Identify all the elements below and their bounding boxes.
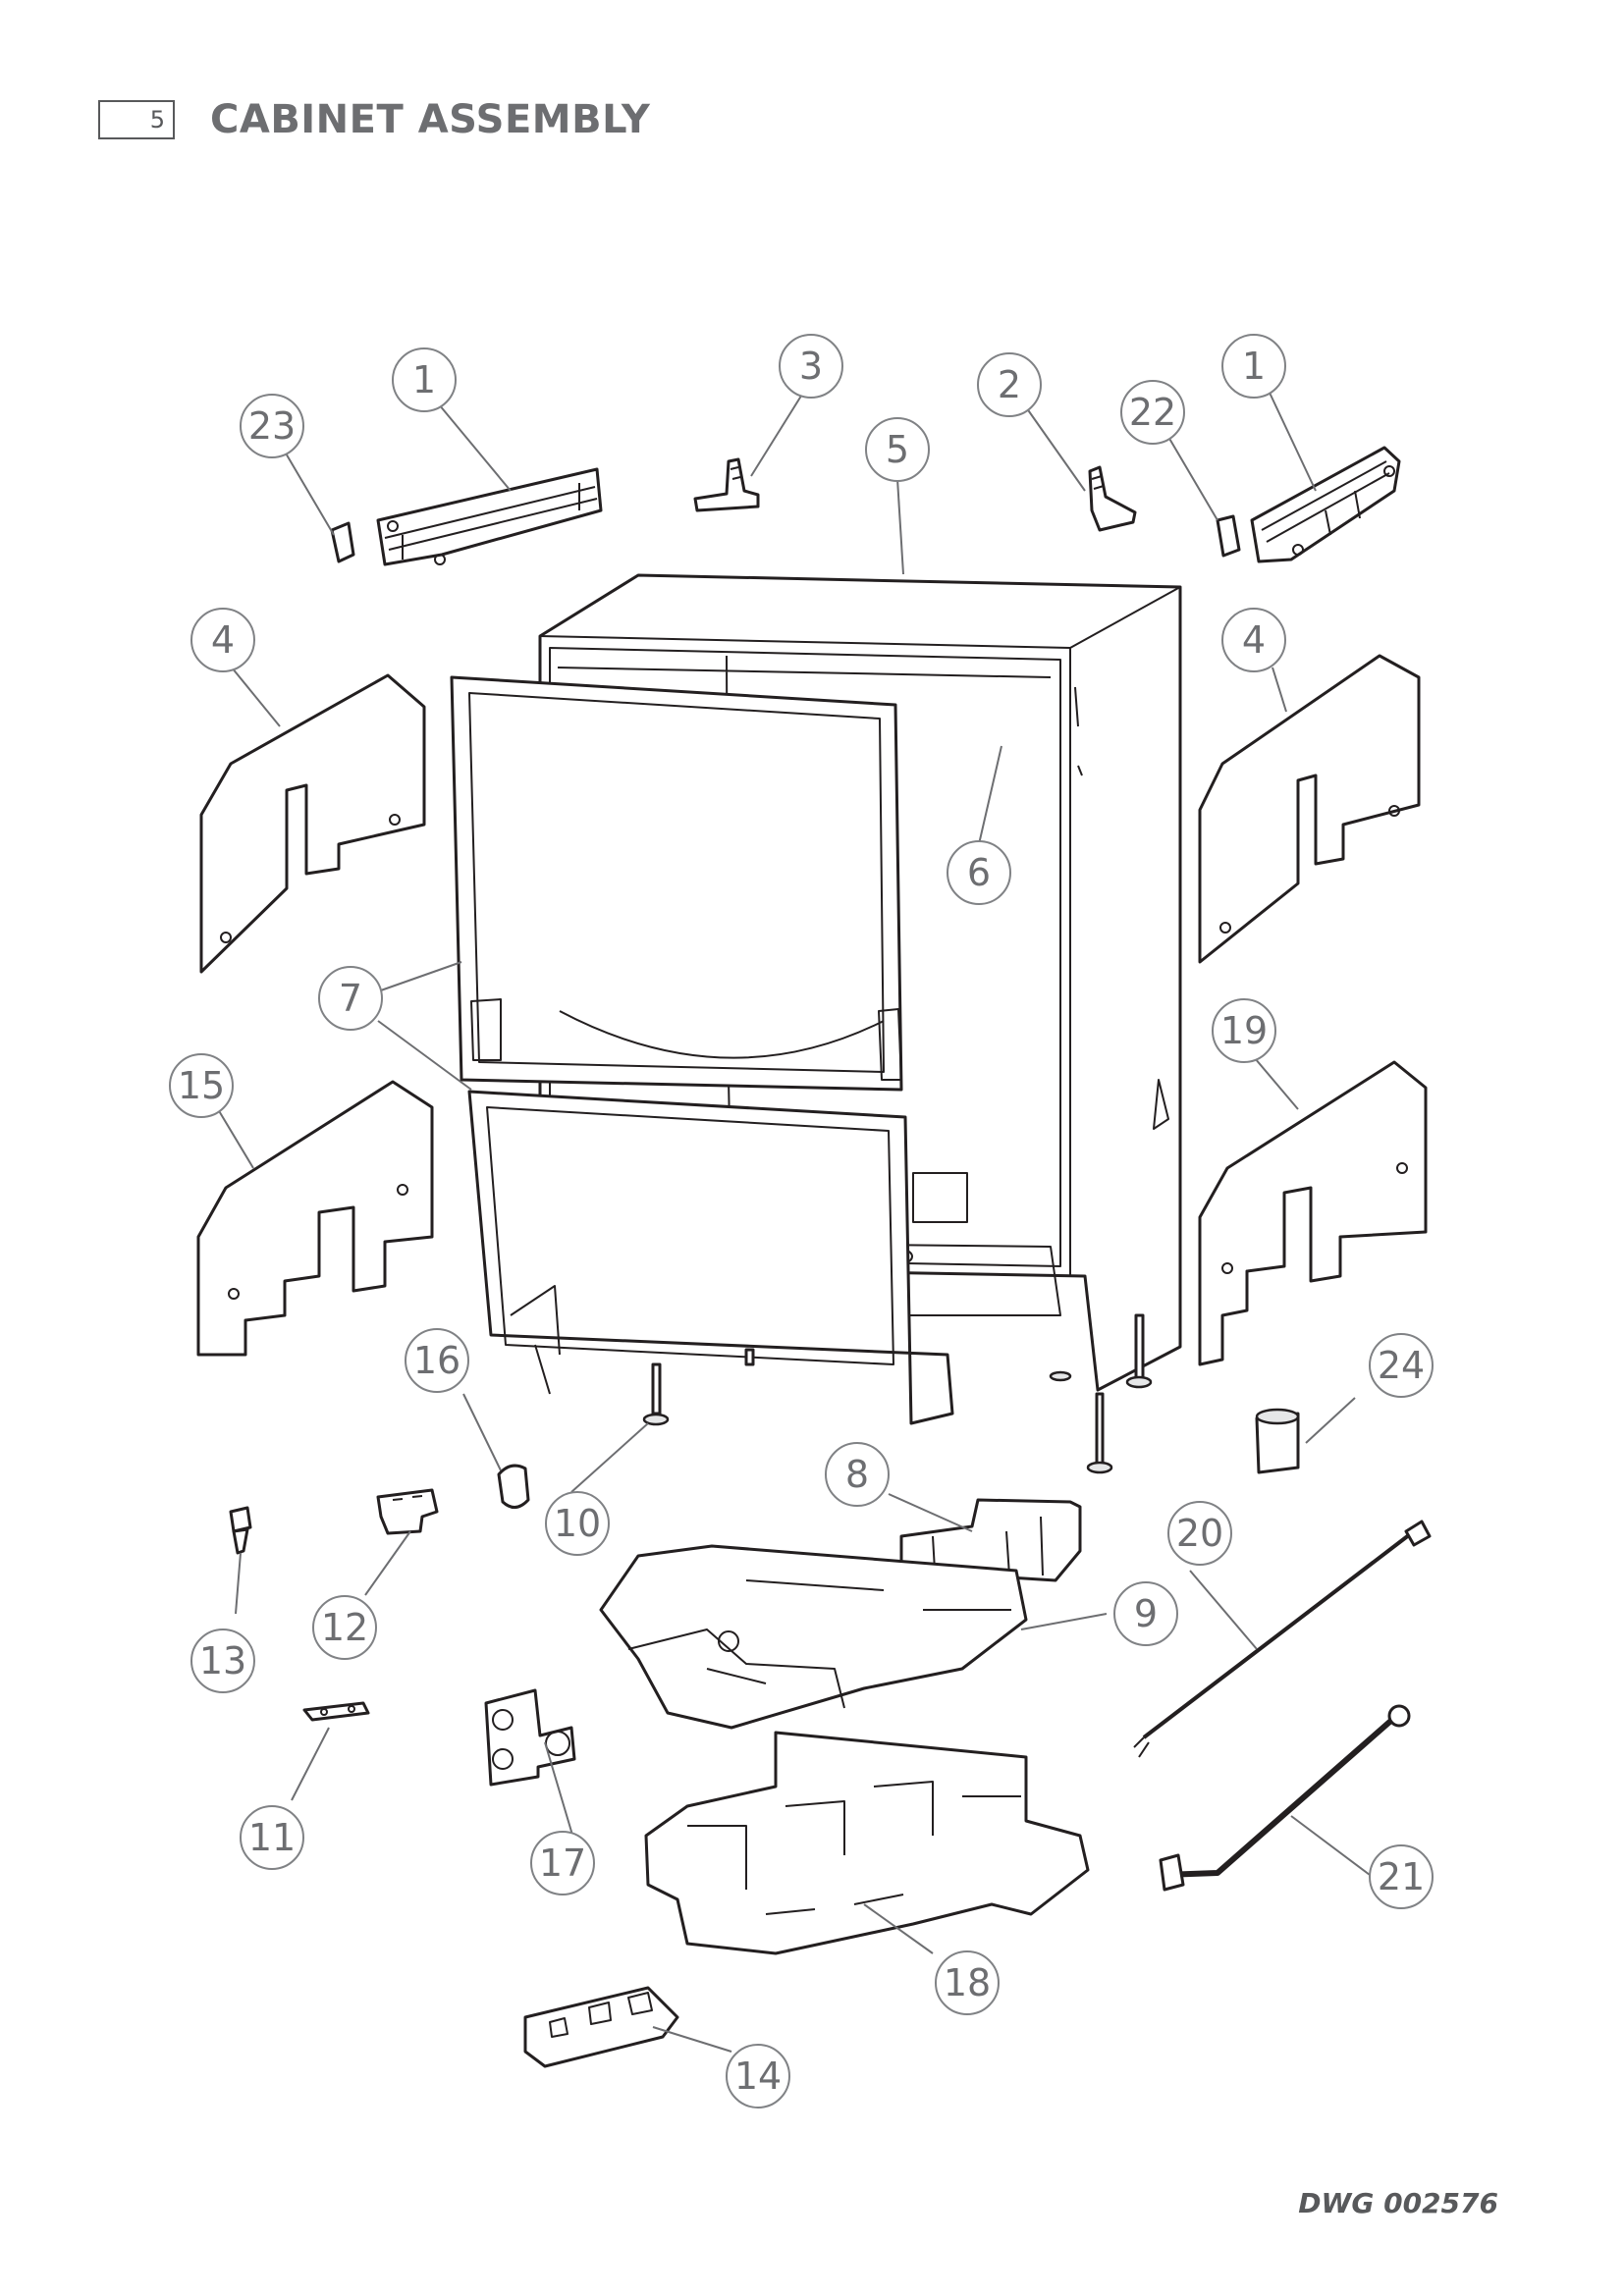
callout-18: 18 xyxy=(935,1950,1000,2015)
svg-text:1: 1 xyxy=(1242,345,1266,388)
part-base-tray xyxy=(644,1731,1090,1955)
callout-4-right: 4 xyxy=(1221,608,1286,672)
part-rail-right xyxy=(1250,446,1401,563)
part-hinge-left xyxy=(693,457,760,512)
callout-4-left: 4 xyxy=(190,608,255,672)
drawing-number: DWG 002576 xyxy=(1298,2187,1498,2219)
page-header: 5 CABINET ASSEMBLY xyxy=(98,90,650,149)
callout-13: 13 xyxy=(190,1629,255,1693)
svg-text:20: 20 xyxy=(1176,1512,1223,1555)
part-door-frame-lower xyxy=(467,1090,954,1425)
callout-14: 14 xyxy=(726,2044,790,2109)
part-spacer-tube xyxy=(1255,1408,1300,1474)
part-end-cap-right xyxy=(1216,514,1241,558)
callout-9: 9 xyxy=(1113,1581,1178,1646)
part-hinge-right xyxy=(1088,465,1137,532)
callout-15: 15 xyxy=(169,1053,234,1118)
part-pcb xyxy=(523,1986,679,2068)
part-rail-left xyxy=(376,467,603,566)
svg-text:8: 8 xyxy=(845,1453,869,1496)
part-sensor xyxy=(376,1488,439,1535)
part-hose xyxy=(1159,1704,1411,1892)
part-side-panel-upper-left xyxy=(199,673,426,974)
callout-19: 19 xyxy=(1212,998,1276,1063)
svg-text:17: 17 xyxy=(539,1842,586,1885)
svg-text:24: 24 xyxy=(1378,1344,1425,1387)
svg-text:18: 18 xyxy=(944,1961,991,2004)
callout-7: 7 xyxy=(318,966,383,1031)
callout-17: 17 xyxy=(530,1831,595,1896)
part-power-cord xyxy=(1133,1520,1432,1758)
svg-text:15: 15 xyxy=(178,1064,225,1107)
callout-8: 8 xyxy=(825,1442,890,1507)
svg-text:1: 1 xyxy=(412,358,436,401)
callout-22: 22 xyxy=(1120,380,1185,445)
part-end-cap-left xyxy=(330,521,355,563)
callout-3: 3 xyxy=(779,334,843,399)
part-side-panel-lower-left xyxy=(196,1080,434,1357)
svg-text:12: 12 xyxy=(321,1606,368,1649)
leader-lines xyxy=(217,392,1371,2053)
svg-text:5: 5 xyxy=(886,428,909,471)
section-number: 5 xyxy=(149,106,165,133)
callout-2: 2 xyxy=(977,352,1042,417)
svg-text:3: 3 xyxy=(799,345,823,388)
part-bracket-8 xyxy=(899,1498,1082,1582)
svg-text:9: 9 xyxy=(1134,1592,1158,1635)
svg-text:6: 6 xyxy=(967,851,991,894)
callout-21: 21 xyxy=(1369,1844,1434,1909)
callout-16: 16 xyxy=(405,1328,469,1393)
callout-20: 20 xyxy=(1167,1501,1232,1566)
part-fastener xyxy=(229,1506,252,1555)
svg-text:19: 19 xyxy=(1220,1009,1268,1052)
callout-10: 10 xyxy=(545,1491,610,1556)
part-inlet-valve xyxy=(484,1688,576,1787)
callout-5: 5 xyxy=(865,417,930,482)
part-side-panel-upper-right xyxy=(1198,654,1421,964)
svg-text:23: 23 xyxy=(248,404,296,448)
svg-text:4: 4 xyxy=(1242,618,1266,662)
part-bracket-small xyxy=(302,1701,370,1722)
callout-1-left: 1 xyxy=(392,347,457,412)
svg-text:2: 2 xyxy=(998,363,1021,406)
callout-1-right: 1 xyxy=(1221,334,1286,399)
svg-text:10: 10 xyxy=(554,1502,601,1545)
svg-text:21: 21 xyxy=(1378,1855,1425,1898)
svg-text:7: 7 xyxy=(339,977,362,1020)
part-side-panel-lower-right xyxy=(1198,1060,1428,1366)
svg-text:4: 4 xyxy=(211,618,235,662)
svg-text:14: 14 xyxy=(734,2055,782,2098)
svg-text:13: 13 xyxy=(199,1639,246,1682)
callout-12: 12 xyxy=(312,1595,377,1660)
callout-6: 6 xyxy=(947,840,1011,905)
part-door-frame-upper xyxy=(450,675,903,1092)
callout-11: 11 xyxy=(240,1805,304,1870)
callout-24: 24 xyxy=(1369,1333,1434,1398)
svg-text:11: 11 xyxy=(248,1816,296,1859)
callout-23: 23 xyxy=(240,394,304,458)
part-base-cover xyxy=(599,1544,1028,1730)
page-title: CABINET ASSEMBLY xyxy=(210,97,651,142)
svg-text:22: 22 xyxy=(1129,391,1176,434)
svg-text:16: 16 xyxy=(413,1339,460,1382)
part-feet xyxy=(642,1313,1153,1474)
part-clip xyxy=(497,1464,530,1509)
section-number-box: 5 xyxy=(98,100,175,139)
